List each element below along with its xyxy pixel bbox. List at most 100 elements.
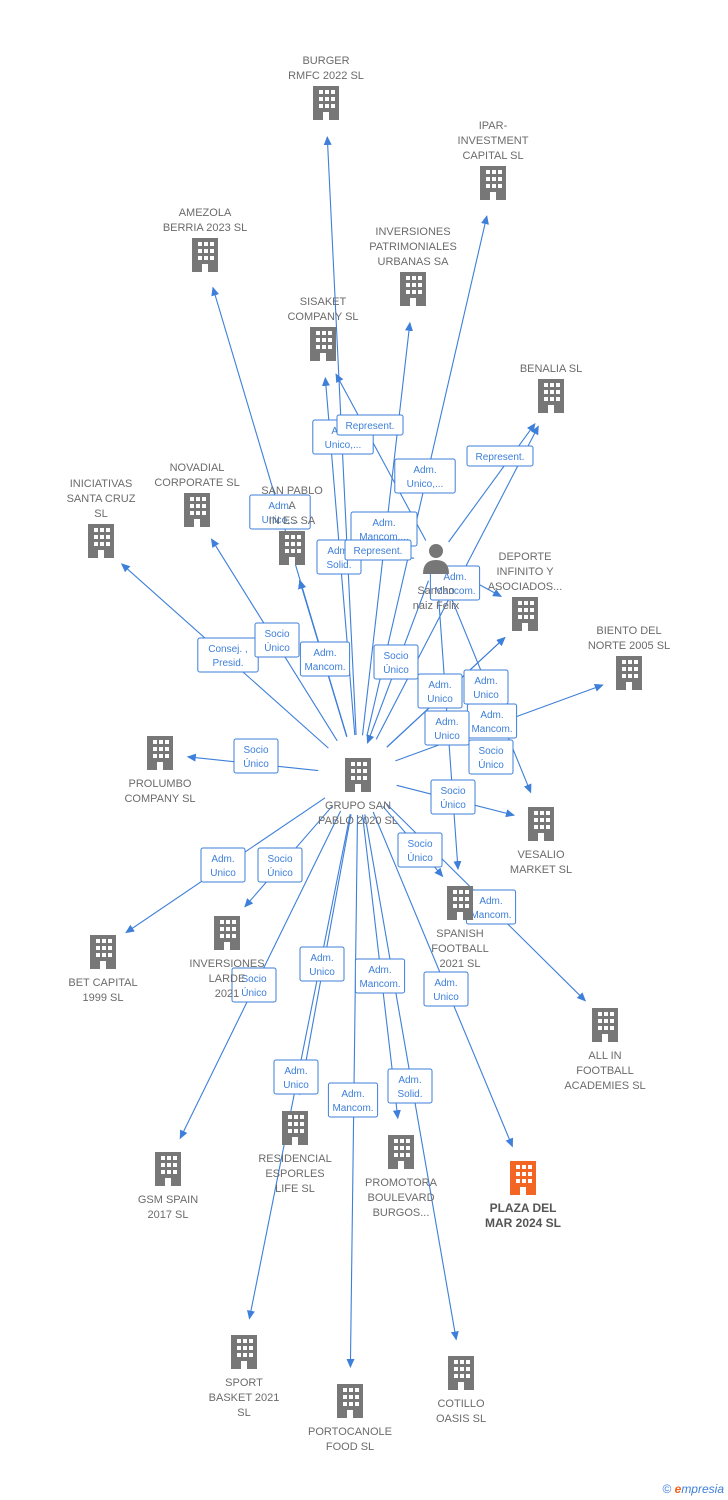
edge-label-grupo-sport[interactable]: Adm.Unico	[299, 946, 345, 982]
node-label: ACADEMIES SL	[564, 1080, 645, 1092]
edge-label-text: Adm.	[435, 717, 458, 728]
edge-label-text: Adm.	[211, 854, 234, 865]
edge-label-sancho-spanish[interactable]: Adm. Unico	[424, 710, 470, 746]
edge-label-text: Socio	[243, 745, 268, 756]
building-icon	[310, 327, 336, 361]
edge-label-text: Adm.	[327, 546, 350, 557]
building-icon	[88, 524, 114, 558]
node-label: BERRIA 2023 SL	[163, 222, 247, 234]
node-label: BASKET 2021	[209, 1392, 280, 1404]
edge-label-text: Unico	[427, 694, 453, 705]
building-icon	[510, 1161, 536, 1195]
edge-label-sancho-deporte[interactable]: Adm.Unico	[463, 669, 509, 705]
edge-label-grupo-benalia[interactable]: Adm.Unico,...	[394, 458, 456, 494]
edge-label-text: Adm.	[368, 965, 391, 976]
node-label: SL	[237, 1407, 250, 1419]
node-label: FOOD SL	[326, 1441, 374, 1453]
node-label: SPANISH	[436, 928, 484, 940]
node-label: IN ES SA	[269, 515, 316, 527]
node-promotora[interactable]: PROMOTORABOULEVARDBURGOS...	[365, 1135, 438, 1219]
node-label: ALL IN	[588, 1050, 621, 1062]
edge-label-sancho-sanpablo[interactable]: Represent.	[344, 539, 412, 561]
node-benalia[interactable]: BENALIA SL	[520, 363, 582, 413]
edge-label-text: Mancom.	[359, 979, 400, 990]
edge-label-grupo-plaza[interactable]: Adm.Unico	[423, 971, 469, 1007]
edge-label-sancho-benalia[interactable]: Represent.	[466, 445, 534, 467]
node-label: ESPORLES	[265, 1168, 324, 1180]
edge-label-grupo-promotora[interactable]: Adm. Mancom.	[354, 958, 406, 994]
node-sancho[interactable]: Sancho naiz Felix	[413, 544, 460, 612]
node-amezola[interactable]: AMEZOLA BERRIA 2023 SL	[163, 207, 247, 272]
edge-label-text: Mancom....	[359, 532, 408, 543]
node-label: AMEZOLA	[179, 207, 232, 219]
building-icon	[214, 916, 240, 950]
building-icon	[447, 886, 473, 920]
edge-label-grupo-betcapital[interactable]: Adm.Unico	[200, 847, 246, 883]
node-label: FOOTBALL	[576, 1065, 633, 1077]
empresia-logo[interactable]: empresia	[674, 1482, 724, 1496]
edge-label-text: Unico	[309, 967, 335, 978]
edge-label-grupo-residencial[interactable]: Adm.Unico	[273, 1059, 319, 1095]
edge-sancho-benalia	[448, 422, 536, 543]
edge-label-grupo-deporte[interactable]: Adm.Unico	[417, 673, 463, 709]
building-icon	[528, 807, 554, 841]
edge-label-grupo-biento[interactable]: Adm.Mancom.	[466, 703, 518, 739]
node-label: INVERSIONES	[189, 958, 264, 970]
edge-label-text: Mancom.	[304, 662, 345, 673]
node-label: INFINITO Y	[496, 566, 554, 578]
building-icon	[592, 1008, 618, 1042]
node-allin[interactable]: ALL IN FOOTBALL ACADEMIES SL	[564, 1008, 646, 1092]
edge-label-text: Unico	[434, 731, 460, 742]
edge-label-grupo-sanpablo[interactable]: Adm.Mancom.	[299, 641, 351, 677]
building-icon	[279, 531, 305, 565]
edge-label-grupo-sanpablo[interactable]: Adm.Unico,...	[249, 494, 311, 530]
node-label: OASIS SL	[436, 1413, 486, 1425]
node-label: RESIDENCIAL	[258, 1153, 331, 1165]
edge-label-text: Mancom.	[470, 910, 511, 921]
node-label: COMPANY SL	[287, 311, 358, 323]
node-label: ASOCIADOS...	[488, 581, 563, 593]
edge-label-text: Socio	[264, 629, 289, 640]
edge-label-sancho-sisaket[interactable]: Represent.	[336, 414, 404, 436]
edge-label-grupo-portocanole[interactable]: Adm.Mancom.	[327, 1082, 379, 1118]
edge-label-grupo-iniciativas[interactable]: Consej. ,Presid.	[197, 637, 259, 673]
edge-label-grupo-cotillo[interactable]: Adm.Solid.	[387, 1068, 433, 1104]
edge-label-sancho-grupo[interactable]: Adm.Mancom.	[429, 565, 481, 601]
edge-label-text: Adm.	[284, 1066, 307, 1077]
building-icon	[388, 1135, 414, 1169]
edge-label-grupo-allin[interactable]: Adm.Mancom.	[465, 889, 517, 925]
edge-label-text: Unico,...	[325, 440, 362, 451]
node-label: CORPORATE SL	[154, 477, 239, 489]
edge-label-text: Adm.	[434, 978, 457, 989]
